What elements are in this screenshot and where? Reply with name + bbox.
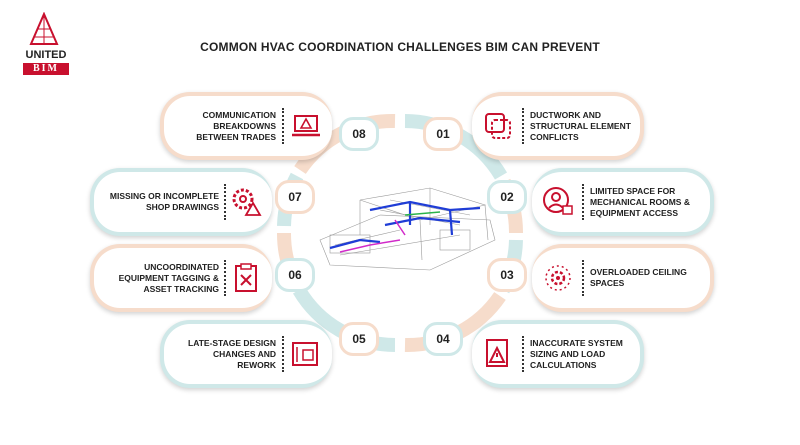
card-divider bbox=[582, 260, 584, 296]
challenge-card-06: UNCOORDINATED EQUIPMENT TAGGING & ASSET … bbox=[90, 244, 272, 312]
challenge-card-01: DUCTWORK AND STRUCTURAL ELEMENT CONFLICT… bbox=[472, 92, 644, 160]
gear-burst-icon bbox=[545, 265, 571, 291]
card-divider bbox=[522, 108, 524, 144]
step-number-01: 01 bbox=[423, 117, 463, 151]
challenge-label-01: DUCTWORK AND STRUCTURAL ELEMENT CONFLICT… bbox=[530, 109, 631, 142]
card-divider bbox=[522, 336, 524, 372]
challenge-label-03: OVERLOADED CEILING SPACES bbox=[590, 267, 687, 288]
card-divider bbox=[224, 184, 226, 220]
challenge-label-06: UNCOORDINATED EQUIPMENT TAGGING & ASSET … bbox=[118, 261, 219, 294]
blueprint-icon bbox=[292, 342, 318, 366]
laptop-warning-icon bbox=[292, 115, 320, 137]
challenge-card-04: INACCURATE SYSTEM SIZING AND LOAD CALCUL… bbox=[472, 320, 644, 388]
challenge-card-08: COMMUNICATION BREAKDOWNS BETWEEN TRADES bbox=[160, 92, 332, 160]
card-divider bbox=[224, 260, 226, 296]
step-number-03: 03 bbox=[487, 258, 527, 292]
gear-warning-icon bbox=[232, 188, 262, 216]
step-number-06: 06 bbox=[275, 258, 315, 292]
challenge-label-08: COMMUNICATION BREAKDOWNS BETWEEN TRADES bbox=[196, 109, 276, 142]
logo-text-bim: BIM bbox=[23, 63, 69, 75]
challenge-card-02: LIMITED SPACE FOR MECHANICAL ROOMS & EQU… bbox=[532, 168, 714, 236]
card-divider bbox=[582, 184, 584, 220]
challenge-label-04: INACCURATE SYSTEM SIZING AND LOAD CALCUL… bbox=[530, 337, 623, 370]
challenge-label-02: LIMITED SPACE FOR MECHANICAL ROOMS & EQU… bbox=[590, 185, 690, 218]
layers-icon bbox=[485, 113, 511, 139]
challenge-label-05: LATE-STAGE DESIGN CHANGES AND REWORK bbox=[188, 337, 276, 370]
step-number-02: 02 bbox=[487, 180, 527, 214]
challenge-card-05: LATE-STAGE DESIGN CHANGES AND REWORK bbox=[160, 320, 332, 388]
logo-text-united: UNITED bbox=[25, 49, 67, 61]
challenge-card-03: OVERLOADED CEILING SPACES bbox=[532, 244, 714, 312]
step-number-08: 08 bbox=[339, 117, 379, 151]
step-number-04: 04 bbox=[423, 322, 463, 356]
challenge-card-07: MISSING OR INCOMPLETE SHOP DRAWINGS bbox=[90, 168, 272, 236]
card-divider bbox=[282, 336, 284, 372]
clipboard-x-icon bbox=[235, 263, 257, 292]
card-divider bbox=[282, 108, 284, 144]
report-warning-icon bbox=[486, 339, 508, 367]
logo-triangle-icon bbox=[29, 12, 59, 45]
user-lock-icon bbox=[543, 187, 573, 215]
step-number-07: 07 bbox=[275, 180, 315, 214]
page-title: COMMON HVAC COORDINATION CHALLENGES BIM … bbox=[200, 40, 600, 54]
bim-hvac-model-image bbox=[319, 187, 496, 271]
united-bim-logo: UNITED BIM bbox=[14, 12, 74, 75]
challenge-label-07: MISSING OR INCOMPLETE SHOP DRAWINGS bbox=[109, 191, 219, 212]
step-number-05: 05 bbox=[339, 322, 379, 356]
